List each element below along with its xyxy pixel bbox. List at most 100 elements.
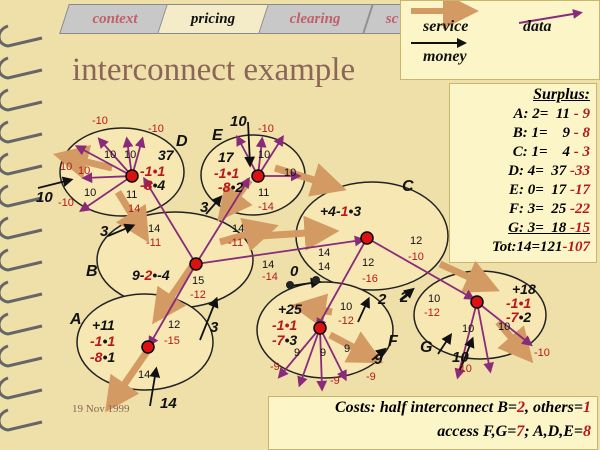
surplus-row: G: 3= 18 -15 <box>508 220 590 237</box>
edge-label: 10 <box>498 321 510 333</box>
edge-label: 10 <box>462 323 474 335</box>
node-A-access-c: 1 <box>107 349 115 365</box>
node-F-dot <box>313 321 327 335</box>
surplus-row-label: D: 4= 37 <box>508 163 567 179</box>
edge-label: -11 <box>146 237 161 249</box>
tab-pricing[interactable]: pricing <box>157 4 269 34</box>
legend-money-label: money <box>423 48 467 65</box>
costs-b-value: 2 <box>516 399 525 416</box>
edge-label: 10 <box>258 149 270 161</box>
node-C-d: 3 <box>353 203 361 219</box>
surplus-row-label: G: 3= 18 <box>508 220 567 236</box>
node-G-label: G <box>420 339 432 356</box>
node-C-values: +4-1•3 <box>320 203 361 219</box>
edge-label: -14 <box>258 201 274 213</box>
node-C-label: C <box>402 178 414 195</box>
edge-labels: -10 -10 10 10 10 10 10 -10 11 14 -10 10 … <box>58 115 550 387</box>
node-B-b: 2 <box>143 267 152 283</box>
money-label: 14 <box>160 395 177 412</box>
edge-label: 14 <box>262 259 274 271</box>
money-label: 9 <box>374 351 383 368</box>
surplus-row-label: C: 1= 4 <box>512 144 570 160</box>
edge-label: 10 <box>104 149 116 161</box>
node-D-access: -8•4 <box>140 177 165 193</box>
money-label: 2 <box>377 291 387 308</box>
surplus-row-value: - 3 <box>573 144 590 160</box>
edge-label: 14 <box>318 261 330 273</box>
edge-label: 14 <box>318 247 330 259</box>
node-A-access: -8•1 <box>90 349 115 365</box>
legend: service data money <box>400 0 600 80</box>
edge-label: 12 <box>410 235 422 247</box>
node-F-access-a: -7 <box>272 332 286 348</box>
edge-label: 10 <box>124 149 136 161</box>
node-C-dot <box>360 231 374 245</box>
edge-label: 10 <box>60 161 72 173</box>
surplus-row-value: - 8 <box>573 125 590 141</box>
money-labels: 10 10 3 3 3 14 2 2 0 9 10 <box>36 113 469 412</box>
surplus-row-label: A: 2= 11 <box>513 106 570 122</box>
money-label: 3 <box>210 319 219 336</box>
edge-label: 9 <box>294 347 300 359</box>
slide-date: 19 Nov 1999 <box>72 403 130 415</box>
money-label: 0 <box>290 263 299 280</box>
edge-label: 12 <box>168 319 180 331</box>
money-label: 3 <box>100 223 109 240</box>
edge-label: 9 <box>344 343 350 355</box>
costs-line-2-mid: ; A,D,E= <box>524 423 583 440</box>
costs-line-1: Costs: half interconnect B=2, others=1 <box>335 399 591 417</box>
edge-label: -9 <box>330 375 340 387</box>
node-E-costs: -1•1 <box>214 165 239 181</box>
costs-fg-value: 7 <box>516 423 525 440</box>
legend-data-arrow <box>518 9 583 24</box>
costs-line-2: access F,G=7; A,D,E=8 <box>437 423 591 441</box>
money-label: 2 <box>399 289 409 306</box>
edge-label: -10 <box>92 115 108 127</box>
node-F-costs: -1•1 <box>272 317 297 333</box>
costs-line-1-mid: , others= <box>524 399 583 416</box>
edge-label: 10 <box>84 187 96 199</box>
node-E-surplus: 17 <box>218 149 235 165</box>
node-A-surplus: +11 <box>92 317 115 333</box>
edge-label: -10 <box>58 197 74 209</box>
edge-label: 10 <box>428 293 440 305</box>
node-E-access-b: •2 <box>230 179 243 195</box>
surplus-row-label: Tot:14=121 <box>492 239 563 255</box>
costs-line-2-prefix: access F,G= <box>437 423 517 440</box>
node-C-c: • <box>348 203 353 219</box>
node-A-access-b: • <box>102 349 107 365</box>
surplus-row-label: F: 3= 25 <box>508 201 567 217</box>
edge-label: -10 <box>258 123 274 135</box>
node-A-access-a: -8 <box>90 349 103 365</box>
money-label: 10 <box>230 113 247 130</box>
node-A-costs: -1•1 <box>90 333 115 349</box>
legend-arrows <box>411 1 583 48</box>
node-G-dot <box>470 295 484 309</box>
node-G-access-b: •2 <box>518 309 531 325</box>
surplus-row: F: 3= 25 -22 <box>509 201 590 218</box>
node-G-costs: -1•1 <box>506 295 531 311</box>
node-B-a: 9- <box>132 267 145 283</box>
edge-label: -10 <box>456 363 472 375</box>
node-F-access-b: •3 <box>284 332 297 348</box>
edge-label: 10 <box>78 165 90 177</box>
node-B-dot <box>189 257 203 271</box>
node-F-access: -7•3 <box>272 332 297 348</box>
surplus-row-value: -15 <box>570 220 590 236</box>
edge-label: 10 <box>284 167 296 179</box>
surplus-table: Surplus: A: 2= 11 - 9 B: 1= 9 - 8 C: 1= … <box>449 83 597 263</box>
surplus-total-row: Tot:14=121-107 <box>492 239 590 256</box>
edge-label: -11 <box>228 237 243 249</box>
edge-label: 15 <box>192 275 204 287</box>
node-F-surplus: +25 <box>278 301 302 317</box>
costs-others-value: 1 <box>583 399 591 416</box>
node-A-costs-b: • <box>102 333 107 349</box>
edge-label: -10 <box>534 347 550 359</box>
edge-label: -9 <box>270 361 280 373</box>
surplus-row-label: B: 1= 9 <box>512 125 570 141</box>
node-A-costs-a: -1 <box>90 333 103 349</box>
surplus-row: E: 0= 17 -17 <box>509 182 590 199</box>
money-label: 10 <box>36 189 53 206</box>
surplus-header: Surplus: <box>533 86 590 103</box>
